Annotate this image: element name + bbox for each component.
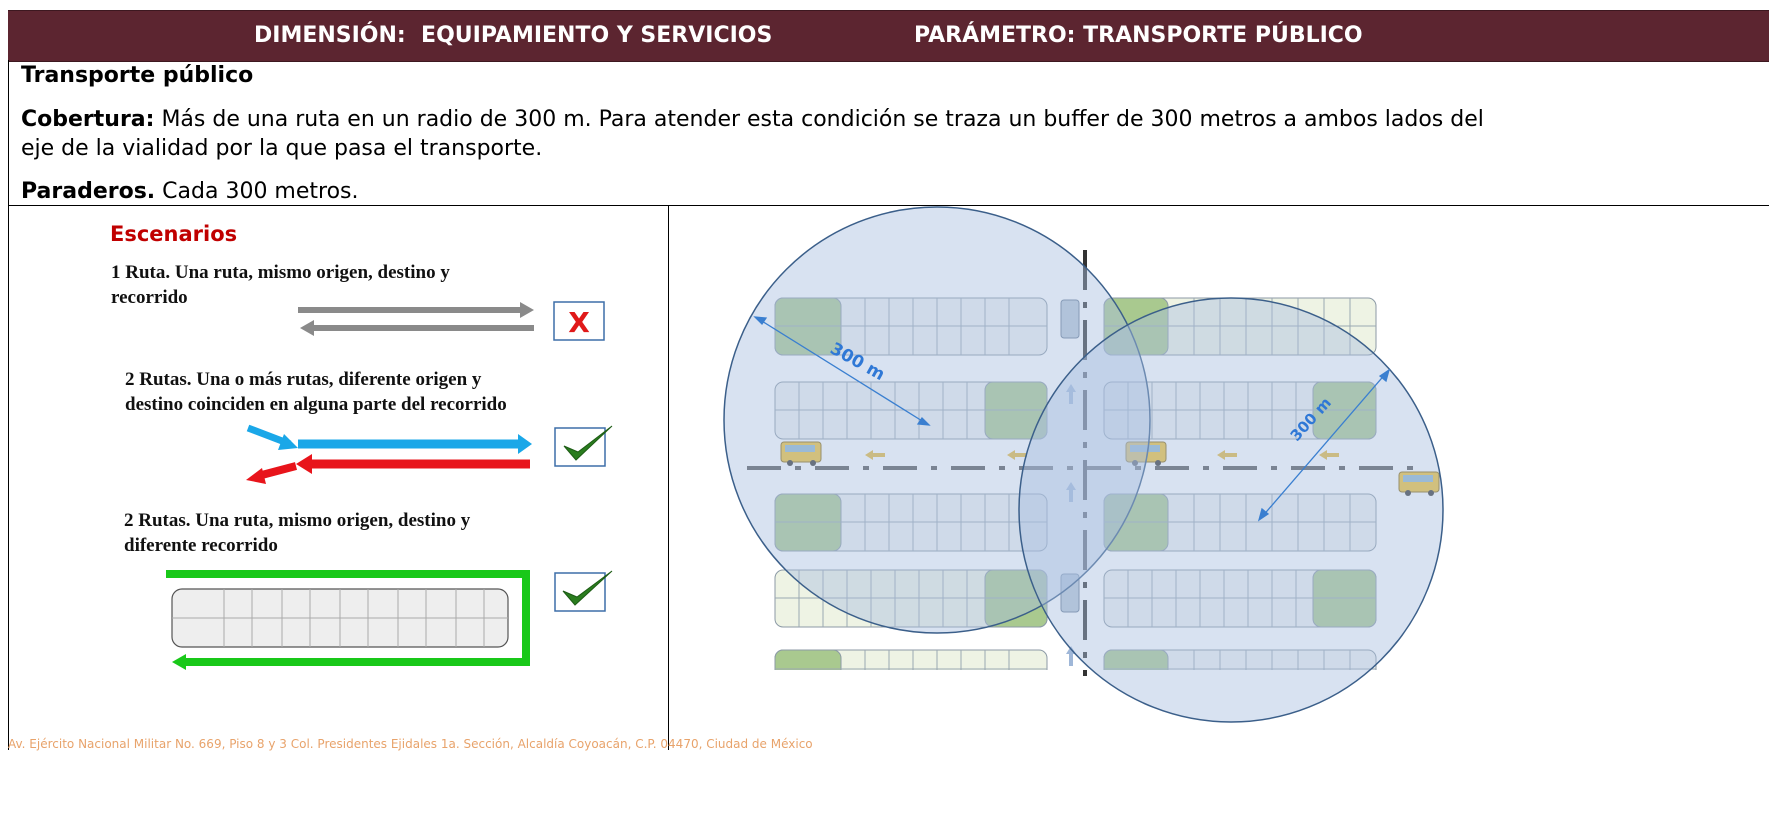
- footer-address: Av. Ejército Nacional Militar No. 669, P…: [8, 737, 813, 751]
- radius-arrowhead-right-b: [1378, 368, 1391, 383]
- coverage-paragraph-line-2: eje de la vialidad por la que pasa el tr…: [21, 136, 543, 161]
- bus-icon: [780, 441, 822, 466]
- check-icon-3: [562, 570, 613, 606]
- radius-arrowhead-right-a: [1257, 507, 1270, 522]
- scenario-2-text: 2 Rutas. Una o más rutas, diferente orig…: [125, 367, 507, 417]
- x-mark-icon: X: [568, 306, 590, 339]
- gray-arrowhead-back: [300, 320, 314, 336]
- scenario-1-diagram: X: [298, 301, 605, 341]
- scenario-1-text: 1 Ruta. Una ruta, mismo origen, destino …: [111, 260, 450, 310]
- scenario-3-text: 2 Rutas. Una ruta, mismo origen, destino…: [124, 508, 470, 558]
- scenario-3-line-1: 2 Rutas. Una ruta, mismo origen, destino…: [124, 510, 471, 531]
- scenario-1-line-2: recorrido: [111, 287, 188, 308]
- radius-arrowhead-left-b: [916, 416, 931, 426]
- scenario-2-line-2: destino coinciden en alguna parte del re…: [125, 394, 507, 415]
- table-left-border: [8, 60, 9, 750]
- red-exit-arrow: [256, 462, 298, 480]
- check-box-3: [554, 572, 606, 612]
- red-exit-arrowhead: [246, 468, 266, 484]
- radius-arrowhead-left-a: [753, 316, 768, 326]
- city-block-grid-lines: [775, 298, 1376, 690]
- scenario-2-diagram: [246, 424, 613, 484]
- table-column-divider: [668, 205, 669, 750]
- bus-icons: [780, 299, 1440, 613]
- city-block-grid: [172, 589, 508, 647]
- stops-text: Cada 300 metros.: [155, 179, 359, 204]
- check-box-2: [554, 427, 606, 467]
- direction-arrows-yellow: [865, 450, 1339, 460]
- stops-paragraph: Paraderos. Cada 300 metros.: [21, 177, 359, 207]
- scenario-3-diagram: [166, 570, 613, 670]
- section-title-text: Transporte público: [21, 63, 254, 88]
- stops-label: Paraderos.: [21, 179, 156, 204]
- coverage-text-1: Más de una ruta en un radio de 300 m. Pa…: [154, 107, 1484, 132]
- gray-arrowhead-forward: [520, 302, 534, 318]
- scenario-3-line-2: diferente recorrido: [124, 535, 278, 556]
- x-mark-box: [553, 301, 605, 341]
- scenarios-title: Escenarios: [110, 222, 238, 246]
- green-loop-route: [166, 570, 530, 666]
- dimension-heading: DIMENSIÓN: EQUIPAMIENTO Y SERVICIOS: [254, 23, 773, 48]
- scenario-1-line-1: 1 Ruta. Una ruta, mismo origen, destino …: [111, 262, 450, 283]
- parameter-heading: PARÁMETRO: TRANSPORTE PÚBLICO: [914, 23, 1363, 48]
- radius-arrow-left: [756, 317, 928, 425]
- bus-icon: [1398, 471, 1440, 496]
- blue-route-arrowhead: [518, 434, 532, 454]
- table-row-divider: [8, 205, 1769, 206]
- buffer-circle-left: [723, 206, 1151, 634]
- coverage-label: Cobertura:: [21, 107, 155, 132]
- radius-arrow-right: [1260, 371, 1388, 519]
- coverage-paragraph-line-1: Cobertura: Más de una ruta en un radio d…: [21, 105, 1484, 135]
- section-title: Transporte público: [21, 61, 253, 91]
- check-icon-2: [563, 425, 613, 461]
- scenario-2-line-1: 2 Rutas. Una o más rutas, diferente orig…: [125, 369, 482, 390]
- blue-feeder-arrowhead: [278, 434, 298, 450]
- red-route-arrowhead: [296, 454, 312, 474]
- header-bar: DIMENSIÓN: EQUIPAMIENTO Y SERVICIOS PARÁ…: [8, 10, 1769, 62]
- bus-icon: [1125, 441, 1167, 466]
- green-loop-arrowhead: [172, 654, 186, 670]
- buffer-circle-right: [1018, 297, 1444, 723]
- coverage-map-diagram: 300 m 300 m: [723, 206, 1469, 750]
- bus-icon: [1060, 299, 1080, 339]
